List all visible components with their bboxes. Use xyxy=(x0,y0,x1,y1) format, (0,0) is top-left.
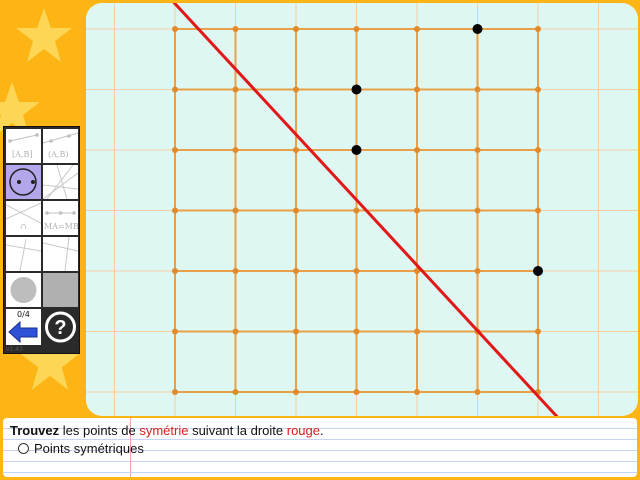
grid-node[interactable] xyxy=(172,389,178,395)
geometry-board[interactable] xyxy=(86,3,638,416)
tool-line[interactable]: (A,B) xyxy=(43,129,78,163)
grid-node[interactable] xyxy=(293,147,299,153)
grid-node[interactable] xyxy=(535,86,541,93)
circle-icon xyxy=(9,168,37,196)
grid-node[interactable] xyxy=(293,328,299,335)
grid-node[interactable] xyxy=(172,207,178,214)
lines-icon xyxy=(43,165,78,199)
tool-segment-label: [A,B] xyxy=(12,150,33,159)
line-icon xyxy=(43,132,78,144)
grid-node[interactable] xyxy=(353,268,360,274)
star-decoration-icon xyxy=(0,82,40,136)
tool-segment[interactable]: [A,B] xyxy=(6,129,41,163)
tool-lines[interactable] xyxy=(43,165,78,199)
segment-icon xyxy=(8,133,39,143)
symmetry-axis-line xyxy=(172,3,559,416)
toolbox: [A,B] (A,B) ∩ MA=MB xyxy=(3,126,80,354)
tool-parallel[interactable] xyxy=(43,237,78,271)
grid-node[interactable] xyxy=(232,147,239,153)
grid-node[interactable] xyxy=(172,147,178,153)
grid-node[interactable] xyxy=(353,26,360,32)
fill-circle-icon xyxy=(10,277,37,303)
instruction-part1: les points de xyxy=(59,423,140,438)
grid-node[interactable] xyxy=(172,268,178,274)
midpoint-icon xyxy=(45,211,76,215)
radio-icon[interactable] xyxy=(18,443,29,454)
grid-node[interactable] xyxy=(353,389,360,395)
grid-node[interactable] xyxy=(172,86,178,93)
given-point[interactable] xyxy=(533,266,543,276)
given-point[interactable] xyxy=(351,145,362,155)
grid-node[interactable] xyxy=(353,207,360,214)
version-text: v1.43 xyxy=(6,346,23,353)
help-button[interactable]: ? xyxy=(43,309,78,345)
grid-node[interactable] xyxy=(474,207,481,214)
star-decoration-icon xyxy=(16,8,72,62)
grid-node[interactable] xyxy=(232,389,239,395)
svg-text:?: ? xyxy=(54,317,66,339)
symmetric-points-label: Points symétriques xyxy=(34,441,144,456)
grid-canvas[interactable] xyxy=(86,3,638,416)
grid-node[interactable] xyxy=(474,268,481,274)
grid-node[interactable] xyxy=(535,26,541,32)
intersection-icon xyxy=(6,202,41,224)
tool-midpoint[interactable]: MA=MB xyxy=(43,201,78,235)
grid-node[interactable] xyxy=(414,328,420,335)
grid-node[interactable] xyxy=(535,207,541,214)
notebook-margin-line xyxy=(130,418,131,477)
instruction-text: Trouvez les points de symétrie suivant l… xyxy=(10,423,324,438)
grid-node[interactable] xyxy=(232,26,239,32)
given-point[interactable] xyxy=(351,84,362,95)
instruction-verb: Trouvez xyxy=(10,423,60,438)
grid-node[interactable] xyxy=(172,328,178,335)
grid-node[interactable] xyxy=(293,389,299,395)
tool-circle[interactable] xyxy=(6,165,41,199)
tool-midpoint-label: MA=MB xyxy=(44,222,78,231)
instruction-panel: Trouvez les points de symétrie suivant l… xyxy=(3,418,637,477)
grid-node[interactable] xyxy=(293,207,299,214)
instruction-symmetry: symétrie xyxy=(139,423,189,438)
grid-node[interactable] xyxy=(414,86,420,93)
instruction-red: rouge xyxy=(286,423,320,438)
grid-node[interactable] xyxy=(232,86,239,93)
tool-intersection[interactable]: ∩ xyxy=(6,201,41,235)
tool-fill-circle[interactable] xyxy=(6,273,41,307)
back-button[interactable]: 0/4 xyxy=(6,309,41,345)
grid-node[interactable] xyxy=(293,86,299,93)
tool-perpendicular[interactable] xyxy=(6,237,41,271)
grid-node[interactable] xyxy=(414,26,420,32)
grid-node[interactable] xyxy=(474,389,481,395)
perpendicular-icon xyxy=(6,238,41,271)
help-icon: ? xyxy=(45,311,76,343)
grid-node[interactable] xyxy=(172,26,178,32)
star-decoration-icon xyxy=(20,332,80,390)
back-arrow-icon xyxy=(8,320,38,344)
given-point[interactable] xyxy=(472,24,483,34)
grid-node[interactable] xyxy=(535,147,541,153)
parallel-icon xyxy=(43,237,78,271)
instruction-end: . xyxy=(320,423,324,438)
grid-node[interactable] xyxy=(414,268,420,274)
counter-text: 0/4 xyxy=(17,310,30,319)
grid-node[interactable] xyxy=(232,268,239,274)
symmetric-points-option[interactable]: Points symétriques xyxy=(18,441,144,456)
grid-node[interactable] xyxy=(474,86,481,93)
fill-square-icon xyxy=(43,273,78,307)
grid-node[interactable] xyxy=(414,207,420,214)
tool-intersection-label: ∩ xyxy=(20,222,27,231)
grid-node[interactable] xyxy=(474,147,481,153)
tool-fill-square[interactable] xyxy=(43,273,78,307)
grid-node[interactable] xyxy=(414,147,420,153)
grid-node[interactable] xyxy=(535,328,541,335)
tool-line-label: (A,B) xyxy=(48,150,69,159)
grid-node[interactable] xyxy=(414,389,420,395)
grid-node[interactable] xyxy=(353,328,360,335)
grid-node[interactable] xyxy=(232,328,239,335)
grid-node[interactable] xyxy=(293,26,299,32)
instruction-part2: suivant la droite xyxy=(188,423,287,438)
grid-node[interactable] xyxy=(293,268,299,274)
grid-node[interactable] xyxy=(232,207,239,214)
